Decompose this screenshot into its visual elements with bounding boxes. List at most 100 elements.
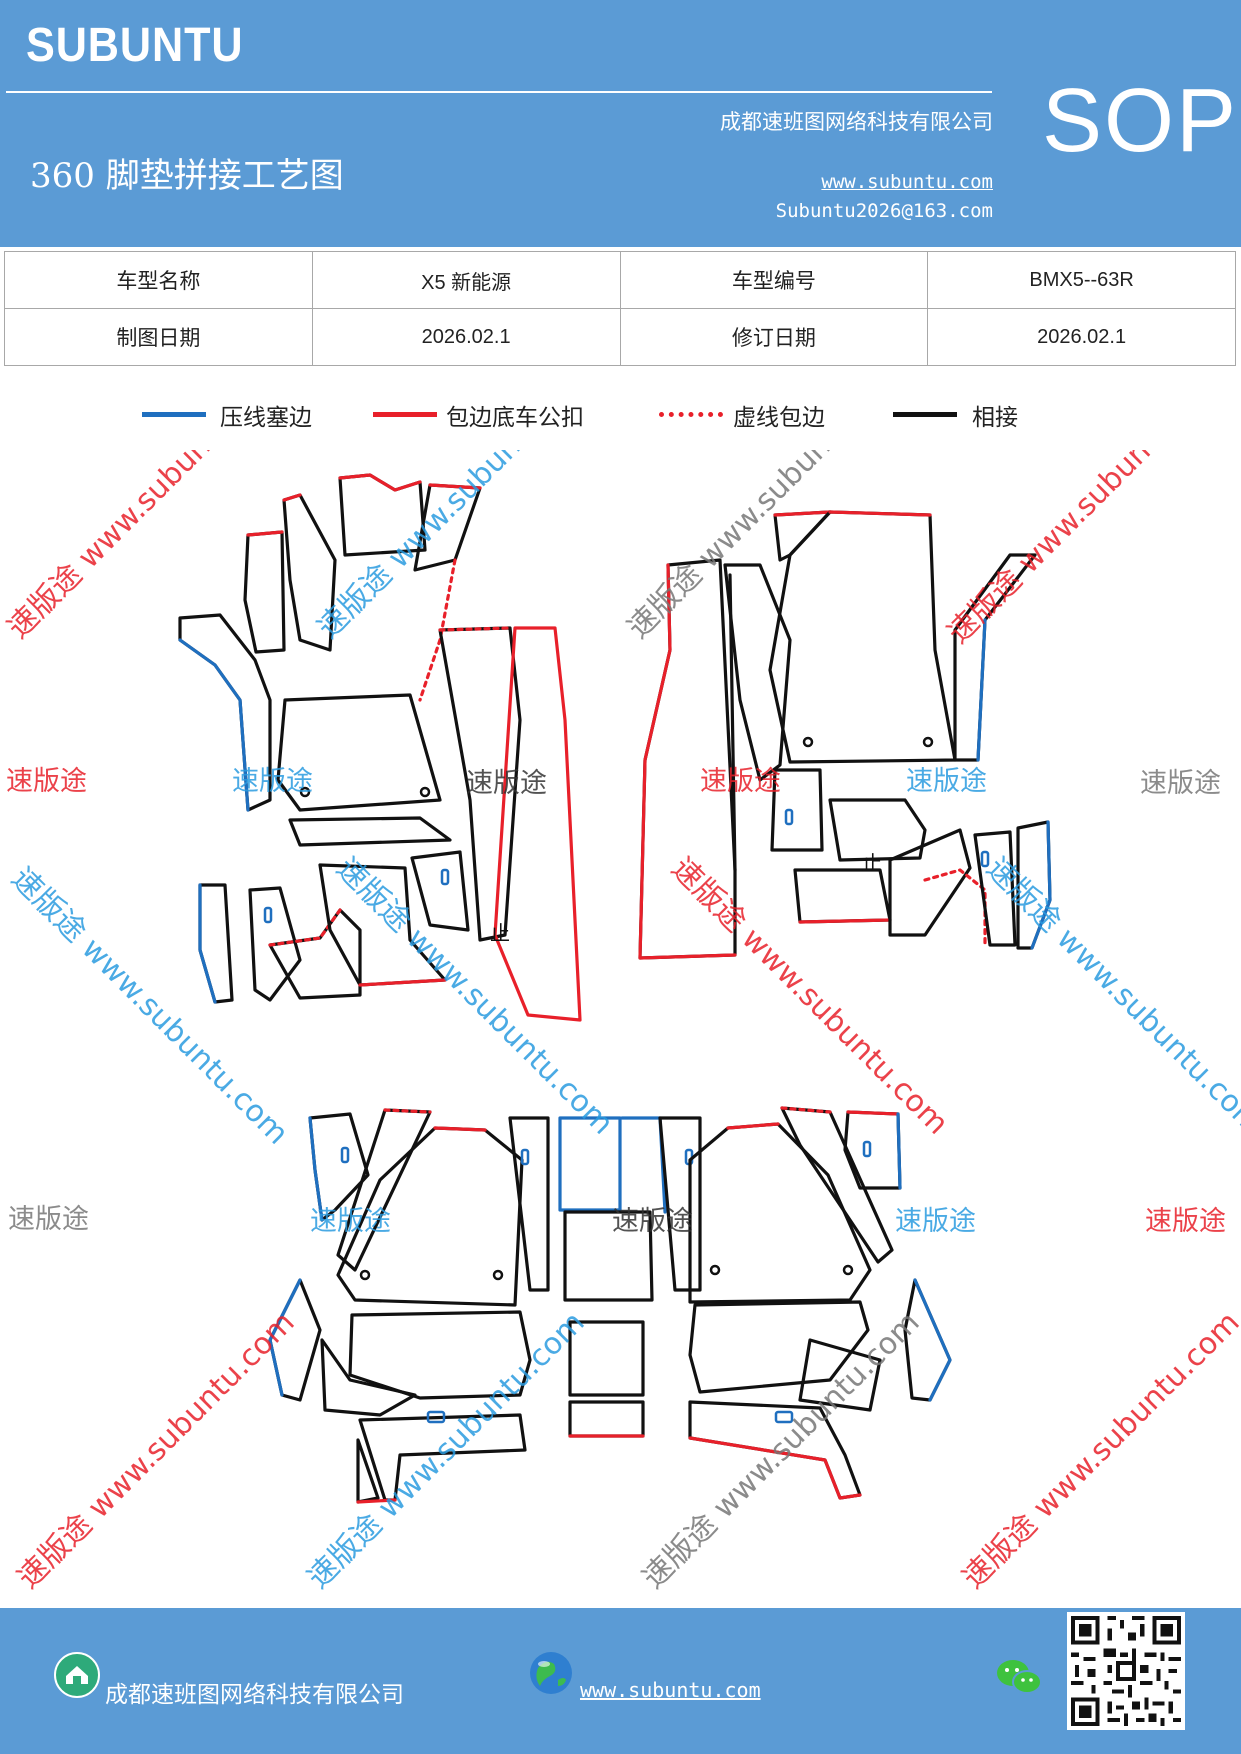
mat-edge-dotted	[383, 1108, 432, 1114]
mat-piece	[198, 883, 234, 1004]
mat-edge-red	[688, 1436, 862, 1500]
draw-date-label: 制图日期	[4, 308, 313, 366]
mat-piece	[348, 1310, 532, 1400]
mat-edge-blue	[268, 1278, 302, 1397]
mat-piece	[410, 850, 470, 932]
mat-piece-center-top	[558, 1116, 622, 1212]
mat-slot	[774, 1410, 794, 1424]
legend-swatch-black	[893, 412, 957, 417]
line-legend: 压线塞边 包边底车公扣 虚线包边 相接	[0, 398, 1241, 442]
mat-edge-dotted	[923, 868, 987, 947]
legend-label-press-edge: 压线塞边	[220, 405, 312, 431]
model-name-value: X5 新能源	[311, 251, 621, 309]
watermark-diagonal: 速版途 www.subuntu.com	[311, 450, 602, 646]
mat-piece	[798, 1338, 882, 1412]
legend-label-joint: 相接	[972, 405, 1018, 431]
model-code-label: 车型编号	[619, 251, 929, 309]
watermark-brand: 速版途	[310, 1206, 391, 1237]
watermark-diagonal: 速版途 www.subuntu.com	[941, 450, 1232, 651]
watermark-brand: 速版途	[700, 766, 781, 797]
mat-hole	[709, 1264, 721, 1276]
mat-piece-red	[493, 626, 582, 1022]
mat-piece	[508, 1116, 550, 1292]
watermark-brand: 速版途	[895, 1206, 976, 1237]
watermark-diagonal: 速版途 www.subuntu.com	[11, 1305, 302, 1596]
mat-edge-red	[773, 510, 832, 517]
mat-piece	[288, 816, 452, 847]
mat-piece	[658, 1116, 702, 1292]
legend-swatch-blue	[142, 412, 206, 417]
mat-edge-blue	[913, 1278, 952, 1402]
globe-icon	[530, 1652, 572, 1694]
watermark-brand: 速版途	[8, 1204, 89, 1235]
header-banner: SUBUNTU 360 脚垫拼接工艺图 成都速班图网络科技有限公司 www.su…	[0, 0, 1241, 247]
mat-edge-red	[358, 978, 447, 987]
mat-edge-red	[246, 530, 284, 537]
mat-edge-dotted	[418, 558, 457, 702]
watermark-brand: 速版途	[1140, 768, 1221, 799]
footer-website-link[interactable]: www.subuntu.com	[580, 1678, 761, 1702]
mat-piece	[688, 1300, 870, 1394]
mat-piece	[828, 798, 927, 862]
legend-label-dotted-wrap: 虚线包边	[733, 405, 825, 431]
mat-hole	[842, 1264, 854, 1276]
mat-group-bottom	[268, 1106, 952, 1504]
watermark-diagonal: 速版途 www.subuntu.com	[329, 851, 620, 1142]
mat-edge-red	[356, 1498, 397, 1504]
mat-piece	[780, 1106, 894, 1264]
mat-piece	[688, 1122, 872, 1304]
mat-edge-red	[282, 493, 302, 502]
watermark-layer: 速版途 www.subuntu.com 速版途 www.subuntu.com …	[1, 450, 1241, 1596]
revise-date-value: 2026.02.1	[927, 308, 1236, 366]
mat-piece	[793, 868, 892, 924]
mat-hole	[419, 786, 431, 798]
mat-group-top-left: 止	[178, 473, 582, 1022]
model-name-label: 车型名称	[4, 251, 313, 309]
header-website-link[interactable]: www.subuntu.com	[821, 171, 993, 193]
model-code-value: BMX5--63R	[927, 251, 1236, 309]
mat-edge-red	[846, 1110, 900, 1116]
mat-edge-red	[428, 483, 482, 490]
watermark-brand: 速版途	[1145, 1206, 1226, 1237]
mat-hole	[299, 786, 311, 798]
wechat-icon[interactable]	[995, 1656, 1043, 1698]
mat-piece	[768, 510, 957, 764]
watermark-brand: 速版途	[466, 768, 547, 799]
mat-piece	[336, 1126, 524, 1307]
footer-banner: 成都速班图网络科技有限公司 www.subuntu.com	[0, 1608, 1241, 1754]
mat-edge-blue	[178, 638, 250, 812]
header-company-name: 成都速班图网络科技有限公司	[720, 110, 993, 134]
watermark-diagonal: 速版途 www.subuntu.com	[664, 851, 955, 1142]
watermark-diagonal: 速版途 www.subuntu.com	[979, 851, 1241, 1142]
watermark-diagonal: 速版途 www.subuntu.com	[956, 1305, 1241, 1596]
header-email[interactable]: Subuntu2026@163.com	[775, 200, 993, 222]
mat-piece	[243, 530, 286, 654]
qr-code	[1067, 1612, 1185, 1730]
home-icon	[54, 1652, 100, 1698]
header-divider	[6, 91, 992, 93]
mat-hole	[922, 736, 934, 748]
mat-edge-blue	[1030, 820, 1052, 950]
mat-edge-blue	[620, 1116, 667, 1214]
mat-edge-red	[433, 1126, 487, 1132]
mat-edge-blue	[198, 883, 217, 1004]
mat-hole	[802, 736, 814, 748]
mat-edge-dotted	[268, 908, 342, 947]
mat-edge-blue	[308, 1116, 324, 1222]
mat-slot	[862, 1140, 872, 1158]
legend-label-wrap-buckle: 包边底车公扣	[446, 405, 584, 431]
mat-edge-blue	[896, 1112, 902, 1190]
watermark-brand: 速版途	[232, 766, 313, 797]
mat-edge-blue	[976, 618, 987, 762]
watermark-diagonal: 速版途 www.subuntu.com	[301, 1305, 592, 1596]
mat-piece	[563, 1210, 654, 1302]
table-row: 制图日期 2026.02.1 修订日期 2026.02.1	[4, 308, 1236, 366]
mat-piece	[568, 1320, 645, 1397]
mat-piece	[568, 1400, 645, 1438]
legend-swatch-red-dotted	[659, 412, 723, 417]
draw-date-value: 2026.02.1	[311, 308, 621, 366]
mat-slot	[426, 1410, 446, 1424]
mat-slot	[340, 1146, 350, 1164]
mat-group-top-right: 止	[638, 510, 1052, 960]
stop-marker: 止	[862, 851, 882, 875]
